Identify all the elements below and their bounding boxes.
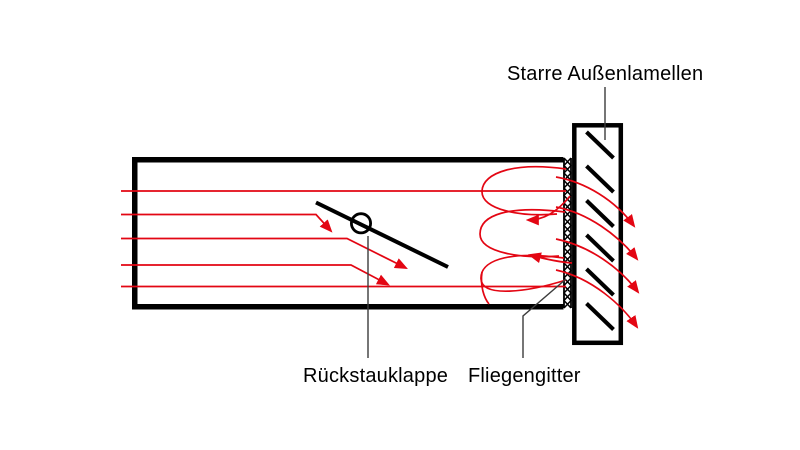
exit-arrow-3 xyxy=(555,238,640,294)
damper-flap xyxy=(315,200,449,269)
flow-line-2 xyxy=(121,213,333,233)
label-outer-louvers: Starre Außenlamellen xyxy=(507,63,704,85)
label-backdraft-flap: Rückstauklappe xyxy=(303,365,449,387)
label-leader-lines xyxy=(367,87,606,358)
exit-arrow-2 xyxy=(555,206,639,261)
fly-screen-mesh xyxy=(562,157,573,309)
airflow-inflow-lines xyxy=(121,190,566,288)
label-fly-screen: Fliegengitter xyxy=(468,365,581,387)
duct-outline xyxy=(132,157,564,310)
flow-line-3 xyxy=(121,237,408,269)
exit-arrow-4 xyxy=(555,269,639,329)
screen-leader-line xyxy=(522,278,567,358)
flow-line-4 xyxy=(121,264,390,286)
exit-arrow-1 xyxy=(555,176,636,228)
airflow-exit-arrows xyxy=(555,176,640,329)
airflow-vortices xyxy=(479,165,573,305)
louver-panel xyxy=(572,123,624,346)
pivot-circle xyxy=(349,212,372,235)
louver-hatch-strokes xyxy=(585,130,615,331)
